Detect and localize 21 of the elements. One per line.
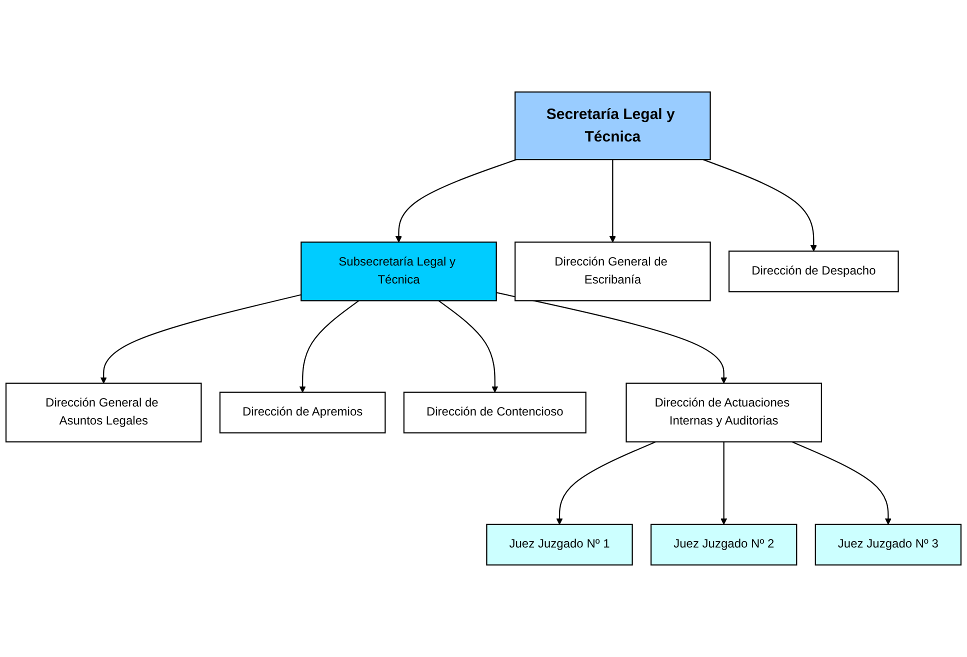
- arrow: [556, 441, 656, 525]
- node-box: Dirección de Despacho: [728, 250, 899, 292]
- node-box: Secretaría Legal y Técnica: [514, 91, 711, 160]
- arrow: [792, 441, 892, 525]
- arrow: [438, 300, 498, 393]
- arrow: [720, 442, 728, 525]
- arrow: [100, 294, 302, 384]
- node-box: Dirección General de Escribanía: [514, 242, 711, 302]
- node-box: Juez Juzgado Nº 3: [814, 524, 962, 566]
- arrow: [496, 292, 728, 384]
- node-box: Juez Juzgado Nº 1: [486, 524, 633, 566]
- node-box: Dirección de Apremios: [219, 392, 386, 434]
- node-box: Dirección General de Asuntos Legales: [5, 382, 202, 442]
- arrow: [702, 159, 817, 252]
- node-box: Dirección de Actuaciones Internas y Auditorias: [626, 382, 822, 442]
- arrow: [395, 159, 517, 242]
- node-box: Juez Juzgado Nº 2: [650, 524, 798, 566]
- arrow: [609, 160, 616, 242]
- node-box: Subsecretaría Legal y Técnica: [300, 242, 497, 302]
- arrow: [299, 300, 360, 393]
- node-box: Dirección de Contencioso: [403, 392, 586, 434]
